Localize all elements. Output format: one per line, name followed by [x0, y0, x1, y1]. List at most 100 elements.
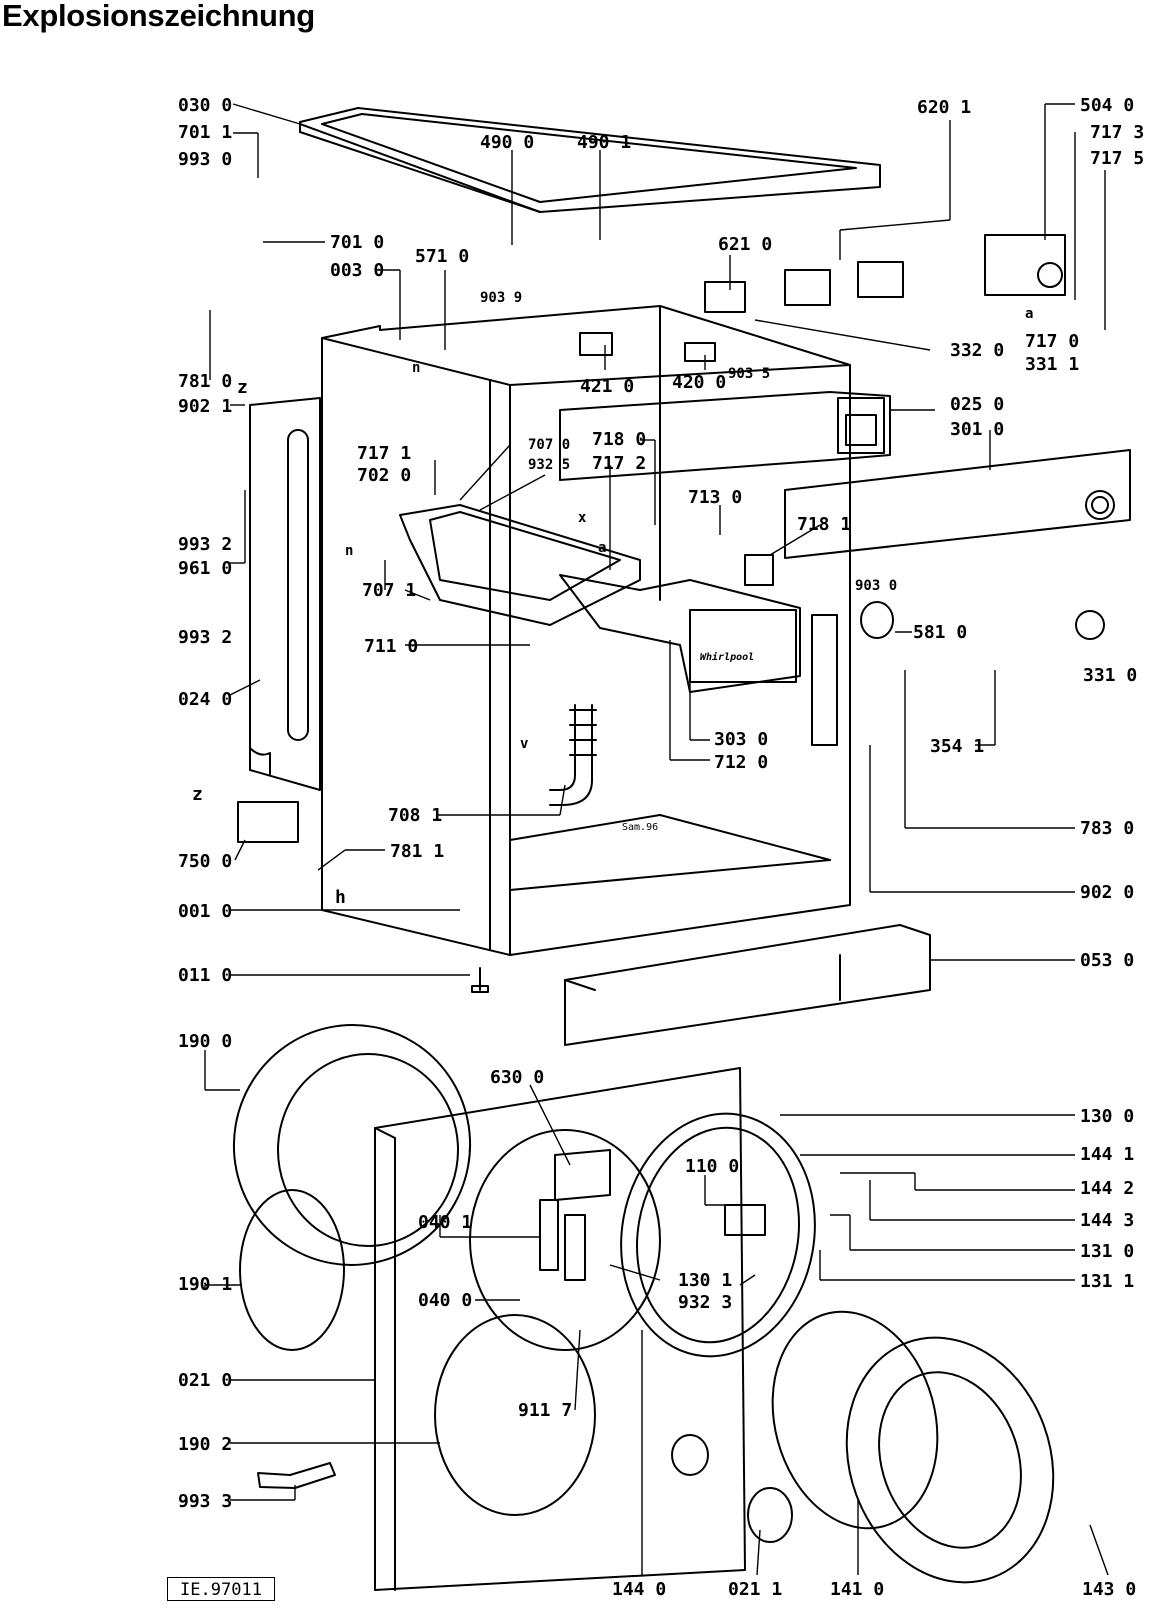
part-label: 630 0 — [490, 1067, 544, 1088]
part-label: 781 0 — [178, 371, 232, 392]
part-label: 144 2 — [1080, 1178, 1134, 1199]
part-label: 707 0 — [528, 437, 570, 453]
part-label: 025 0 — [950, 394, 1004, 415]
part-label: 750 0 — [178, 851, 232, 872]
part-label: 961 0 — [178, 558, 232, 579]
control-rail — [559, 391, 891, 481]
part-label: 993 2 — [178, 534, 232, 555]
part-label: 190 1 — [178, 1274, 232, 1295]
part-label: 144 0 — [612, 1579, 666, 1600]
part-label: 011 0 — [178, 965, 232, 986]
part-label: 190 0 — [178, 1031, 232, 1052]
part-label: 420 0 — [672, 372, 726, 393]
part-label: 490 1 — [577, 132, 631, 153]
part-label: 021 1 — [728, 1579, 782, 1600]
inlet-hose — [549, 704, 597, 806]
part-label: 504 0 — [1080, 95, 1134, 116]
marker-h: h — [335, 887, 346, 908]
part-label: 701 1 — [178, 122, 232, 143]
part-label: 993 0 — [178, 149, 232, 170]
part-label: 718 1 — [797, 514, 851, 535]
part-label: 110 0 — [685, 1156, 739, 1177]
part-label: 144 3 — [1080, 1210, 1134, 1231]
part-label: 902 0 — [1080, 882, 1134, 903]
part-label: 130 1 — [678, 1270, 732, 1291]
dispenser-housing — [399, 504, 641, 626]
part-label: 143 0 — [1082, 1579, 1136, 1600]
marker-v: v — [520, 736, 528, 752]
part-label: 303 0 — [714, 729, 768, 750]
part-label: 717 5 — [1090, 148, 1144, 169]
part-label: 903 0 — [855, 578, 897, 594]
part-label: 781 1 — [390, 841, 444, 862]
part-label: 332 0 — [950, 340, 1004, 361]
door-outer-ring — [771, 1310, 1055, 1584]
marker-a: a — [598, 540, 606, 556]
kick-plate — [564, 924, 931, 1046]
part-label: 903 9 — [480, 290, 522, 306]
part-label: 581 0 — [913, 622, 967, 643]
part-label: 903 5 — [728, 366, 770, 382]
marker-a: a — [1025, 306, 1033, 322]
part-label: 783 0 — [1080, 818, 1134, 839]
part-label: 717 2 — [592, 453, 646, 474]
part-label: 717 0 — [1025, 331, 1079, 352]
part-label: 621 0 — [718, 234, 772, 255]
top-cover — [299, 107, 881, 213]
part-label: 130 0 — [1080, 1106, 1134, 1127]
part-label: 040 0 — [418, 1290, 472, 1311]
marker-n: n — [345, 543, 353, 559]
page-title: Explosionszeichnung — [2, 0, 315, 33]
part-label: 708 1 — [388, 805, 442, 826]
part-label: 712 0 — [714, 752, 768, 773]
part-label: 144 1 — [1080, 1144, 1134, 1165]
control-fascia — [784, 449, 1131, 559]
tub-front-ring — [232, 1024, 472, 1351]
marker-x: x — [578, 510, 587, 526]
part-label: 021 0 — [178, 1370, 232, 1391]
part-label: 902 1 — [178, 396, 232, 417]
part-label: 331 1 — [1025, 354, 1079, 375]
part-label: 932 3 — [678, 1292, 732, 1313]
part-label: 131 0 — [1080, 1241, 1134, 1262]
part-label: 301 0 — [950, 419, 1004, 440]
front-panel — [374, 1067, 746, 1591]
detergent-drawer — [559, 574, 801, 693]
part-label: 001 0 — [178, 901, 232, 922]
part-label: 718 0 — [592, 429, 646, 450]
part-label: 702 0 — [357, 465, 411, 486]
part-label: 490 0 — [480, 132, 534, 153]
part-label: 911 7 — [518, 1400, 572, 1421]
marker-n: n — [412, 360, 420, 376]
part-label: 993 2 — [178, 627, 232, 648]
door-frame-ring — [620, 1112, 816, 1358]
part-label: 993 3 — [178, 1491, 232, 1512]
part-label: 717 3 — [1090, 122, 1144, 143]
cabinet-body — [321, 305, 851, 956]
part-label: 571 0 — [415, 246, 469, 267]
part-label: 707 1 — [362, 580, 416, 601]
marker-z: z — [192, 784, 203, 805]
part-label: 040 1 — [418, 1212, 472, 1233]
part-label: 024 0 — [178, 689, 232, 710]
back-panel — [249, 397, 321, 791]
part-label: 354 1 — [930, 736, 984, 757]
part-label: 030 0 — [178, 95, 232, 116]
part-label: 190 2 — [178, 1434, 232, 1455]
part-label: 141 0 — [830, 1579, 884, 1600]
part-label: 053 0 — [1080, 950, 1134, 971]
part-label: 717 1 — [357, 443, 411, 464]
drawing-code-box: IE.97011 — [167, 1577, 275, 1601]
frame-mark: Sam.96 — [622, 822, 658, 833]
part-label: 701 0 — [330, 232, 384, 253]
part-label: 711 0 — [364, 636, 418, 657]
part-label: 421 0 — [580, 376, 634, 397]
small-components — [237, 234, 1105, 1543]
part-label: 331 0 — [1083, 665, 1137, 686]
part-label: 003 0 — [330, 260, 384, 281]
panel-brand-text: Whirlpool — [700, 651, 754, 663]
part-label: 932 5 — [528, 457, 570, 473]
marker-z: z — [237, 377, 248, 398]
part-label: 620 1 — [917, 97, 971, 118]
